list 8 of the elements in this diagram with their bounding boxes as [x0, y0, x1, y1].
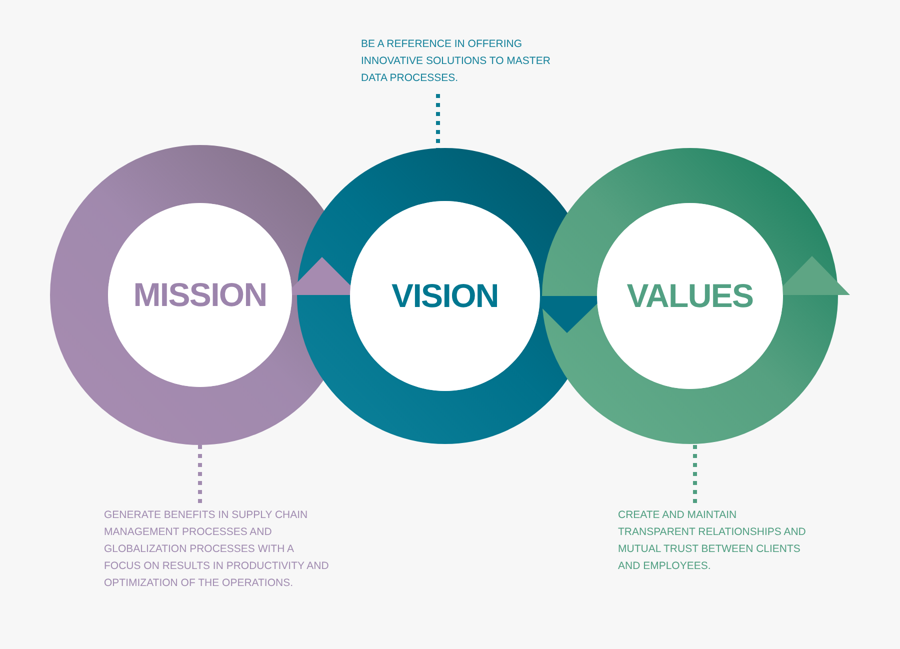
description-text: BE A REFERENCE IN OFFERING INNOVATIVE SOLUTIONS TO MASTER DATA PROCESSES.: [361, 37, 552, 86]
description-text: GENERATE BENEFITS IN SUPPLY CHAIN MANAGEMENT PROCESSES AND GLOBALIZATION PROCESSES WITH A FOCUS ON RESULTS IN PRODUCTIVITY AND OPTIMIZATION OF THE OPERATIONS.: [104, 508, 330, 591]
leader-line: [198, 442, 202, 503]
ring-title: MISSION: [133, 275, 267, 316]
ring-title: VALUES: [626, 276, 754, 316]
ring-title: VISION: [392, 276, 498, 316]
description-text: CREATE AND MAINTAIN TRANSPARENT RELATIONSHIPS AND MUTUAL TRUST BETWEEN CLIENTS AND EMPLOYEES.: [618, 508, 807, 574]
leader-line: [436, 94, 440, 150]
